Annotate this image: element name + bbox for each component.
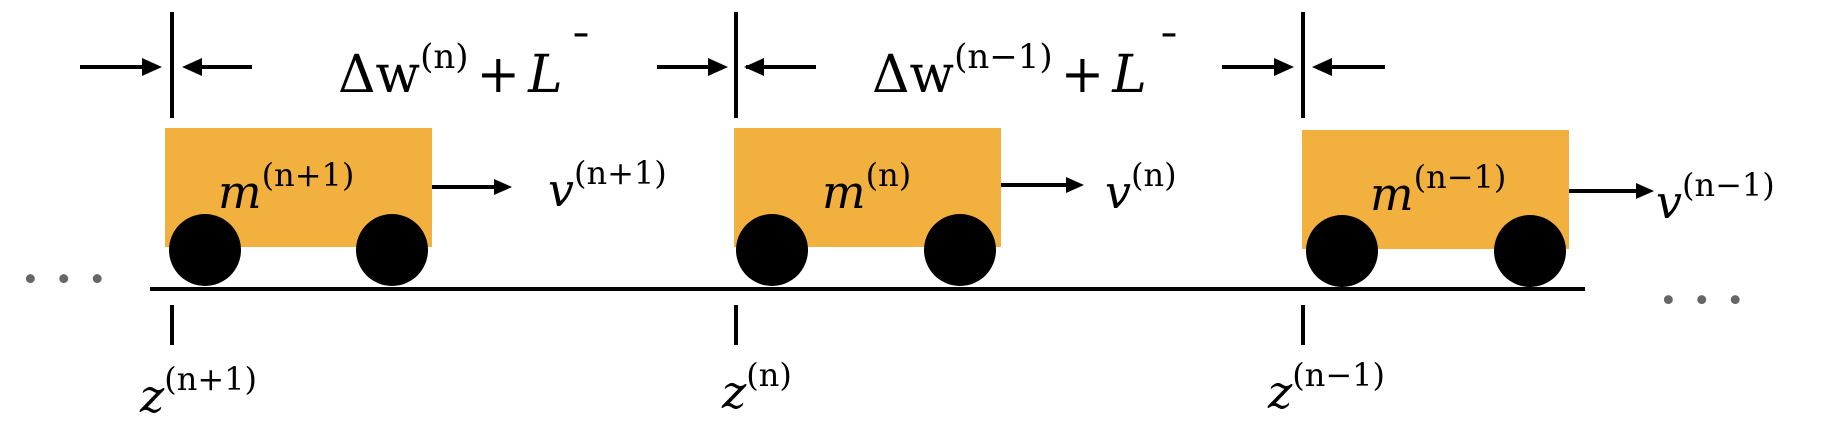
wheel	[1306, 215, 1378, 287]
mass-label: m(n)	[822, 156, 911, 219]
velocity-label: v(n−1)	[1656, 166, 1775, 229]
velocity-label: v(n)	[1105, 156, 1177, 219]
velocity-arrow	[1569, 183, 1654, 199]
mass-label: m(n+1)	[218, 156, 354, 219]
gap-label-n-minus-1-bar: ¯	[1158, 26, 1180, 77]
ellipsis-right: · · ·	[1660, 272, 1744, 328]
gap-label-n-minus-1: Δw(n−1)+L	[872, 37, 1147, 105]
mass-label: m(n−1)	[1370, 158, 1506, 221]
gap-arrows-n	[80, 58, 728, 76]
ellipsis-left: · · ·	[22, 251, 106, 307]
cart-n-minus-1: m(n−1) v(n−1) z(n−1)	[1267, 130, 1775, 419]
cart-n-plus-1: m(n+1) v(n+1) z(n+1)	[139, 128, 667, 423]
wheel	[356, 214, 428, 286]
wheel	[1494, 215, 1566, 287]
wheel	[169, 214, 241, 286]
wheel	[736, 214, 808, 286]
cart-n: m(n) v(n) z(n)	[721, 128, 1177, 419]
wheel	[924, 214, 996, 286]
position-label: z(n+1)	[139, 360, 257, 423]
velocity-arrow	[1001, 177, 1084, 193]
gap-arrows-n-minus-1	[744, 58, 1385, 76]
position-label: z(n)	[721, 356, 792, 419]
velocity-arrow	[432, 179, 512, 195]
position-label: z(n−1)	[1267, 356, 1385, 419]
gap-label-n-bar: ¯	[570, 26, 592, 77]
gap-label-n: Δw(n)+L	[338, 37, 563, 105]
velocity-label: v(n+1)	[548, 154, 667, 217]
